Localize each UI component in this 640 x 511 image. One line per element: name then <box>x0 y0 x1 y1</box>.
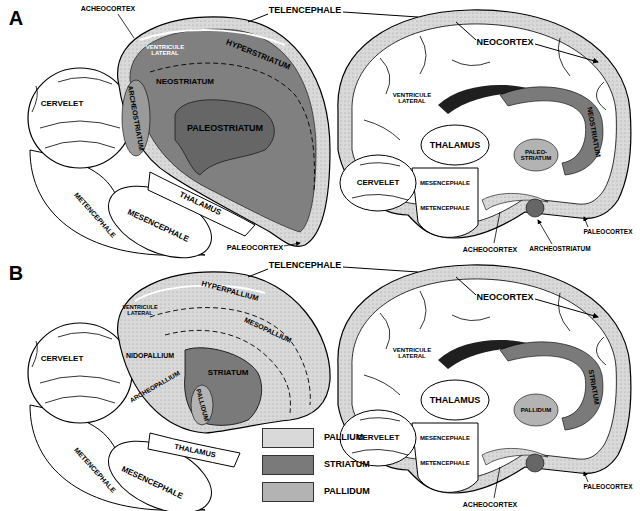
legend-swatch <box>262 482 314 502</box>
region-label: VENTRICULE LATERAL <box>389 92 435 104</box>
region-label: ARCHEOSTRIATUM <box>127 85 145 151</box>
region-label: HYPERSTRIATUM <box>225 38 291 71</box>
region-label: CERVELET <box>41 355 84 363</box>
legend-row: STRIATUM <box>262 455 382 475</box>
region-label: ACHEOCORTEX <box>81 5 135 12</box>
region-label: NEOSTRIATUM <box>586 106 602 157</box>
region-label: PALLIDUM <box>521 407 552 413</box>
region-label: MESENCEPHALE <box>420 180 470 186</box>
legend-text: PALLIUM <box>324 433 363 442</box>
region-label: THALAMUS <box>174 443 217 459</box>
region-label: ARCHEOPALLIUM <box>129 370 181 404</box>
region-label: METENCEPHALE <box>420 460 470 466</box>
region-label: VENTRICULE LATERAL <box>389 347 435 359</box>
region-label: CERVELET <box>357 179 400 187</box>
legend-text: PALLIDUM <box>324 487 370 496</box>
region-label: MESOPALLIUM <box>243 316 292 344</box>
region-label: THALAMUS <box>430 141 481 150</box>
region-label: STRIATUM <box>208 369 249 377</box>
region-label: NEOCORTEX <box>476 38 533 47</box>
panel-letter: A <box>9 8 23 28</box>
region-label: MESENCEPHALE <box>126 208 190 243</box>
region-label: VENTRICULE LATERAL <box>119 305 161 316</box>
legend-swatch <box>262 428 314 448</box>
region-label: TELENCEPHALE <box>269 261 342 270</box>
region-label: THALAMUS <box>430 396 481 405</box>
region-label: STRIATUM <box>587 369 600 405</box>
region-label: PALEO- STRIATUM <box>516 149 556 161</box>
region-label: PALEOCORTEX <box>584 229 633 236</box>
region-label: CERVELET <box>41 100 84 108</box>
region-label: NEOCORTEX <box>476 293 533 302</box>
legend: PALLIUM STRIATUM PALLIDUM <box>262 428 382 508</box>
region-label: VENTRICULE LATERAL <box>143 44 187 56</box>
legend-row: PALLIDUM <box>262 482 382 502</box>
legend-text: STRIATUM <box>324 460 370 469</box>
region-label: PALEOSTRIATUM <box>187 124 263 133</box>
region-label: PALEOCORTEX <box>227 244 284 252</box>
legend-swatch <box>262 455 314 475</box>
region-label: METENCEPHALE <box>73 446 117 494</box>
region-label: TELENCEPHALE <box>269 6 342 15</box>
panel-letter: B <box>9 263 23 283</box>
region-label: PALEOCORTEX <box>584 484 633 491</box>
region-label: PALLIDUM <box>195 388 210 422</box>
region-label: THALAMUS <box>178 191 222 217</box>
region-label: ACHEOCORTEX <box>463 501 517 508</box>
legend-row: PALLIUM <box>262 428 382 448</box>
region-label: MESENCEPHALE <box>420 435 470 441</box>
region-label: ARCHEOSTRIATUM <box>529 246 590 253</box>
region-label: NIDOPALLIUM <box>126 352 174 359</box>
region-label: NEOSTRIATUM <box>156 78 214 86</box>
region-label: METENCEPHALE <box>420 205 470 211</box>
region-label: HYPERPALLIUM <box>201 280 260 302</box>
region-label: METENCEPHALE <box>73 191 117 239</box>
region-label: ACHEOCORTEX <box>463 246 517 253</box>
region-label: MESENCEPHALE <box>120 465 184 500</box>
